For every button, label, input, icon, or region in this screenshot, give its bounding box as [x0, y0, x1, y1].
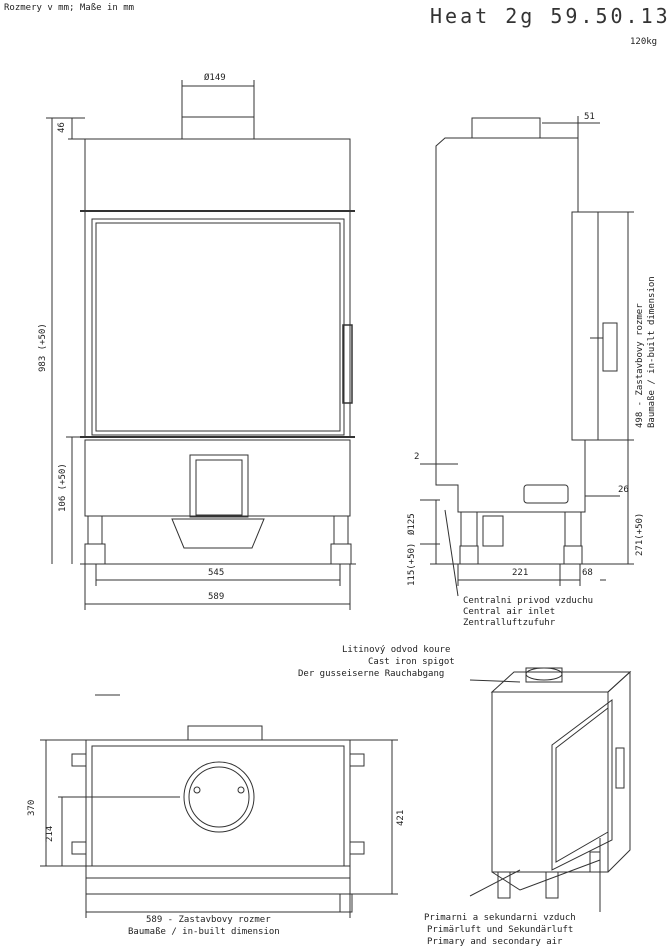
air-inlet-en: Central air inlet [463, 607, 556, 617]
dim-51: 51 [584, 112, 595, 122]
dim-421: 421 [396, 809, 406, 826]
dim-271: 271(+50) [635, 512, 645, 556]
spigot-de: Der gusseiserne Rauchabgang [298, 669, 445, 679]
model-title: Heat 2g 59.50.13 [430, 4, 671, 28]
dim-26: 26 [618, 485, 629, 495]
dim-221: 221 [512, 568, 529, 578]
top-view [40, 694, 398, 918]
dim-498-de: Baumaße / in-built dimension [647, 276, 657, 428]
flue-diameter-dim: Ø149 [204, 73, 226, 83]
dim-106: 106 (+50) [58, 463, 68, 512]
spigot-en: Cast iron spigot [368, 657, 455, 667]
air-note-en: Primary and secondary air [427, 937, 563, 947]
dim-46: 46 [57, 122, 67, 133]
dim-2: 2 [414, 452, 420, 462]
dim-370: 370 [27, 799, 37, 816]
air-inlet-de: Zentralluftzufuhr [463, 618, 556, 628]
dim-air-diameter: Ø125 [407, 513, 417, 535]
spigot-cz: Litinový odvod koure [342, 645, 451, 655]
dim-214: 214 [45, 825, 55, 842]
weight-label: 120kg [630, 37, 658, 47]
dim-498: 498 - Zastavbovy rozmer [635, 303, 645, 428]
front-view [46, 80, 356, 610]
dim-589: 589 [208, 592, 225, 602]
dim-545: 545 [208, 568, 225, 578]
dim-589-cz: 589 - Zastavbovy rozmer [146, 915, 271, 925]
air-note-cz: Primarni a sekundarni vzduch [424, 913, 576, 923]
side-view [420, 116, 634, 597]
dim-115: 115(+50) [407, 542, 417, 586]
isometric-view [469, 667, 632, 912]
dim-589-de: Baumaße / in-built dimension [128, 927, 280, 937]
units-note: Rozmery v mm; Maße in mm [4, 3, 135, 13]
air-inlet-cz: Centralni privod vzduchu [463, 596, 594, 606]
dim-983: 983 (+50) [38, 323, 48, 372]
dim-68: 68 [582, 568, 593, 578]
air-note-de: Primärluft und Sekundärluft [427, 925, 574, 935]
